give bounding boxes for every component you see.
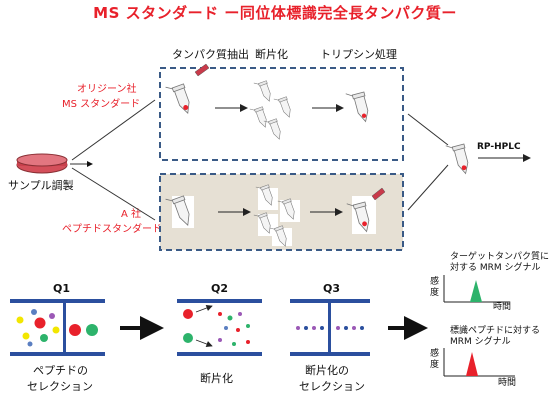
trypsin-tube-icon xyxy=(345,88,372,126)
signal1-peak xyxy=(470,280,482,302)
signal2-xlabel: 時間 xyxy=(498,378,517,388)
signal1-ylabel-2: 度 xyxy=(430,288,440,298)
company-a-label: A 社 xyxy=(121,209,142,220)
signal1-xlabel: 時間 xyxy=(493,302,512,312)
signal2-chart xyxy=(443,348,515,377)
q1-title: Q1 xyxy=(53,282,71,295)
bottom-fragment-tubes-icon xyxy=(253,182,300,250)
step-protein-extraction: タンパク質抽出 xyxy=(172,48,249,61)
extraction-tube-icon xyxy=(165,80,194,118)
q3-title: Q3 xyxy=(323,282,341,295)
converge-lower-line xyxy=(407,164,449,211)
page-title: MS スタンダード ー同位体標識完全長タンパク質ー xyxy=(93,4,457,22)
signal2-label-2: MRM シグナル xyxy=(450,337,511,347)
peptide-standard-label: ペプチドスタンダード xyxy=(62,224,162,235)
origene-label: オリジーン社 xyxy=(77,84,137,95)
sample-dish-icon xyxy=(16,153,68,174)
q1-caption-2: セレクション xyxy=(27,380,93,393)
fragment-tubes-icon xyxy=(249,78,294,143)
branch-upper-line xyxy=(71,99,156,161)
q2-quadrupole xyxy=(177,299,262,356)
signal1-chart xyxy=(443,275,510,303)
signal2-label-1: 標識ペプチドに対する xyxy=(450,326,541,336)
ms-standard-box xyxy=(159,67,404,161)
q3-quadrupole xyxy=(290,299,370,356)
q1-caption-1: ペプチドの xyxy=(33,364,88,377)
step-fragmentation: 断片化 xyxy=(255,48,288,61)
q3-caption-1: 断片化の xyxy=(305,364,349,377)
signal1-label-2: 対する MRM シグナル xyxy=(450,263,541,273)
rp-hplc-label: RP-HPLC xyxy=(477,142,521,152)
hplc-tube-icon xyxy=(445,140,472,178)
pipette-icon xyxy=(194,63,210,77)
bottom-pipette-icon xyxy=(371,187,386,201)
q2-caption: 断片化 xyxy=(200,372,233,385)
q3-caption-2: セレクション xyxy=(299,380,365,393)
q1-quadrupole xyxy=(10,299,105,356)
sample-prep-label: サンプル調製 xyxy=(8,179,74,192)
converge-upper-line xyxy=(407,113,449,146)
signal2-ylabel-1: 感 xyxy=(430,349,440,359)
signal1-ylabel-1: 感 xyxy=(430,277,440,287)
branch-lower-line xyxy=(71,167,156,221)
signal2-peak xyxy=(466,352,478,376)
step-trypsin: トリプシン処理 xyxy=(320,48,397,61)
spiked-tube-icon xyxy=(346,198,373,236)
q2-title: Q2 xyxy=(211,282,229,295)
ms-standard-label: MS スタンダード xyxy=(62,99,141,110)
signal2-ylabel-2: 度 xyxy=(430,360,440,370)
signal1-label-1: ターゲットタンパク質に xyxy=(450,252,550,262)
